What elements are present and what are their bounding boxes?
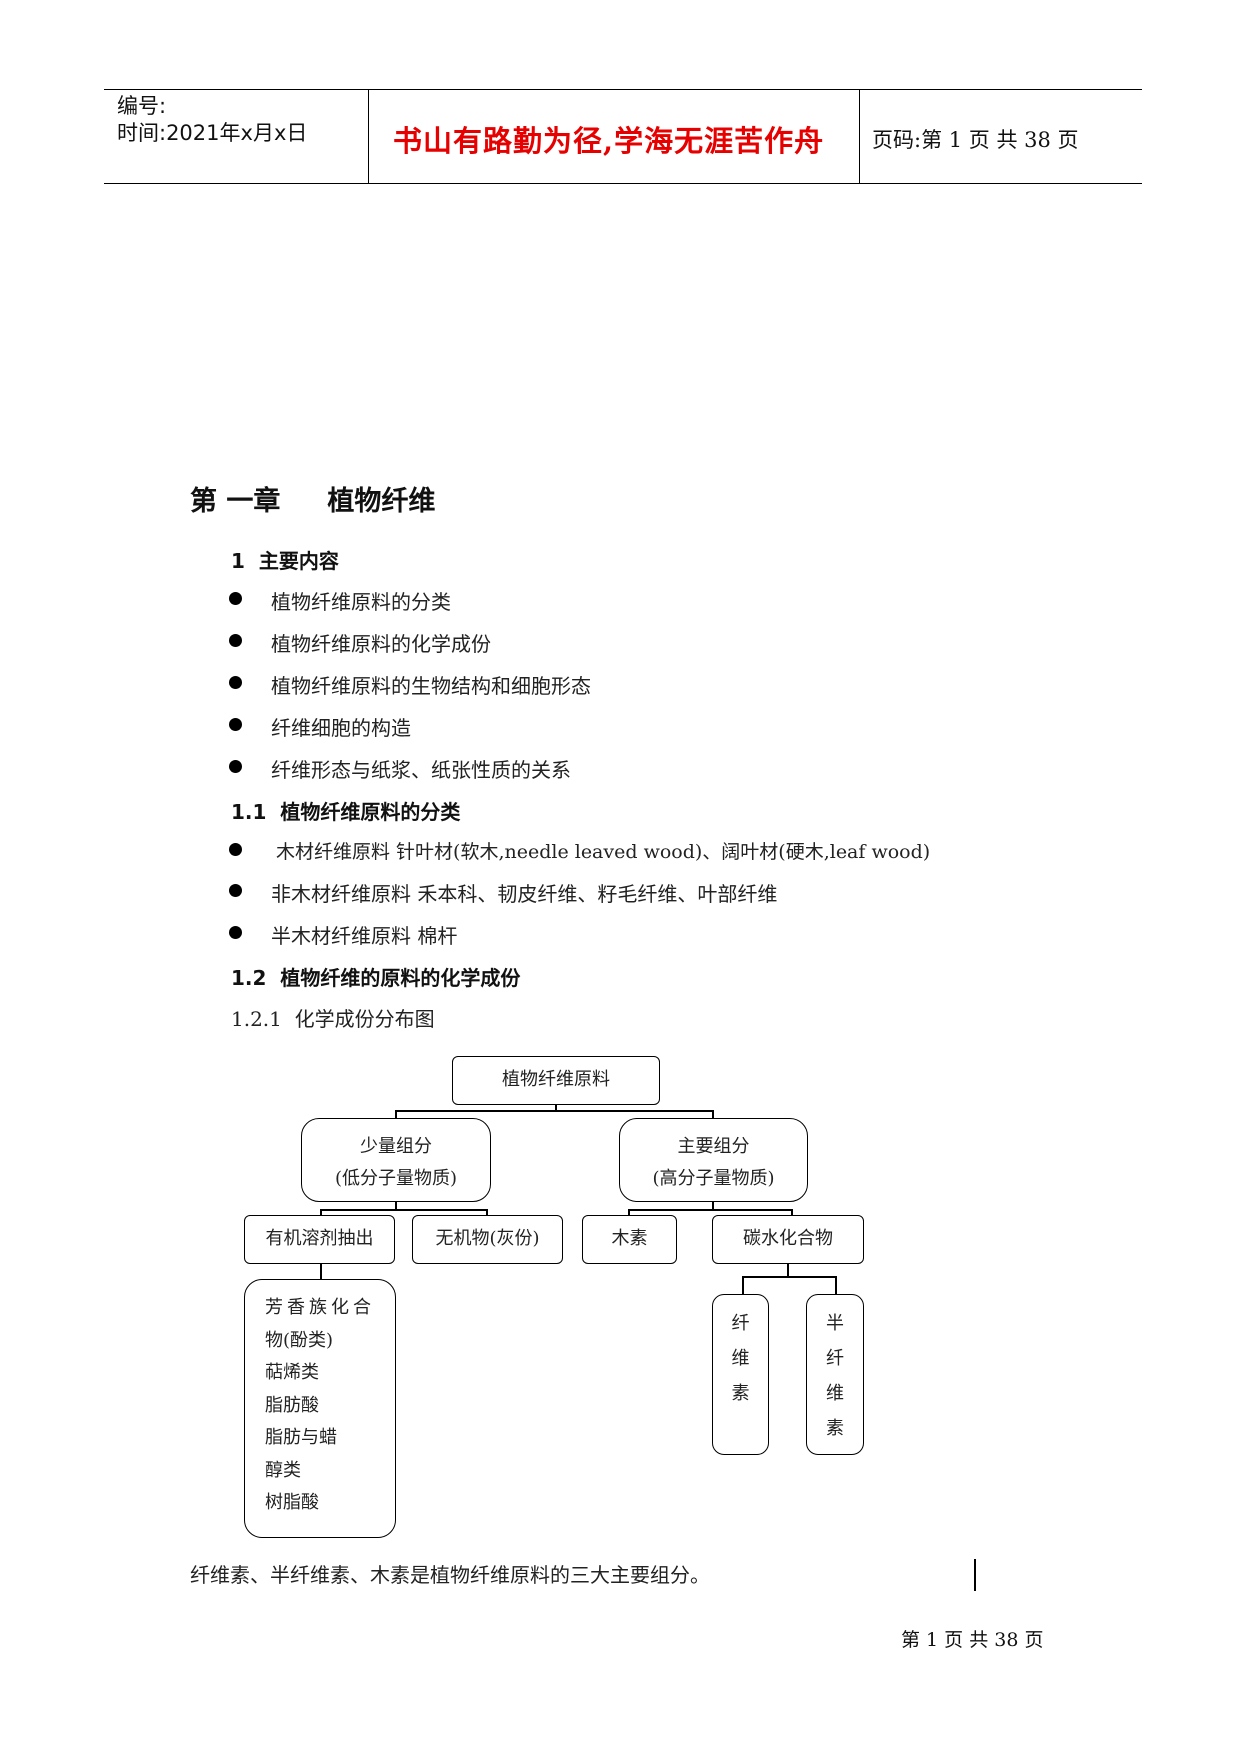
diagram-connector bbox=[742, 1276, 837, 1278]
diagram-vertical-char: 半 bbox=[826, 1313, 844, 1334]
diagram-node-sublabel: (低分子量物质) bbox=[334, 1168, 458, 1189]
list-item: 半木材纤维原料 棉杆 bbox=[271, 924, 458, 948]
diagram-node-minor-components: 少量组分 (低分子量物质) bbox=[301, 1118, 491, 1202]
bullet-dot bbox=[229, 676, 242, 689]
diagram-node-organic-extractives: 有机溶剂抽出 bbox=[244, 1215, 395, 1264]
diagram-node-label: 植物纤维原料 bbox=[502, 1069, 610, 1090]
diagram-node-root: 植物纤维原料 bbox=[452, 1056, 660, 1105]
list-item: 植物纤维原料的分类 bbox=[271, 590, 451, 614]
diagram-list-item: 物(酚类) bbox=[265, 1329, 334, 1351]
header-bottom-rule bbox=[104, 183, 1142, 184]
bullet-dot bbox=[229, 843, 242, 856]
diagram-list-item: 脂肪与蜡 bbox=[265, 1427, 337, 1448]
diagram-connector bbox=[320, 1209, 322, 1216]
diagram-connector bbox=[628, 1209, 793, 1211]
diagram-vertical-char: 纤 bbox=[731, 1313, 750, 1334]
bullet-dot bbox=[229, 926, 242, 939]
diagram-connector bbox=[486, 1209, 488, 1216]
document-number-label: 编号: bbox=[117, 94, 167, 118]
list-item: 纤维形态与纸浆、纸张性质的关系 bbox=[271, 758, 571, 782]
diagram-vertical-char: 维 bbox=[826, 1383, 844, 1404]
diagram-vertical-char: 素 bbox=[826, 1418, 844, 1439]
diagram-connector bbox=[712, 1202, 714, 1210]
diagram-node-label: 有机溶剂抽出 bbox=[265, 1228, 374, 1249]
diagram-vertical-char: 素 bbox=[731, 1383, 750, 1404]
diagram-node-carbohydrate: 碳水化合物 bbox=[712, 1215, 864, 1264]
diagram-node-cellulose: 纤 维 素 bbox=[712, 1294, 769, 1455]
diagram-node-label: 主要组分 bbox=[677, 1136, 750, 1157]
diagram-connector bbox=[628, 1209, 630, 1216]
bullet-dot bbox=[229, 634, 242, 647]
diagram-connector bbox=[395, 1202, 397, 1210]
bullet-dot bbox=[229, 718, 242, 731]
header-page-indicator: 页码:第 1 页 共 38 页 bbox=[872, 128, 1079, 152]
diagram-list-item: 树脂酸 bbox=[265, 1492, 319, 1513]
section-main-content-heading: 1 主要内容 bbox=[231, 549, 339, 573]
list-item: 非木材纤维原料 禾本科、韧皮纤维、籽毛纤维、叶部纤维 bbox=[271, 882, 778, 906]
diagram-vertical-char: 纤 bbox=[826, 1348, 844, 1369]
diagram-connector bbox=[742, 1276, 744, 1295]
text-cursor bbox=[974, 1559, 976, 1591]
diagram-list-item: 芳香族化合 bbox=[265, 1297, 375, 1318]
diagram-connector bbox=[320, 1209, 488, 1211]
diagram-list-item: 醇类 bbox=[265, 1459, 301, 1481]
bullet-dot bbox=[229, 760, 242, 773]
diagram-vertical-char: 维 bbox=[731, 1348, 750, 1369]
bullet-dot bbox=[229, 884, 242, 897]
diagram-node-major-components: 主要组分 (高分子量物质) bbox=[619, 1118, 808, 1202]
diagram-connector bbox=[395, 1110, 713, 1112]
list-item: 植物纤维原料的生物结构和细胞形态 bbox=[271, 674, 591, 698]
header-top-rule bbox=[104, 89, 1142, 90]
diagram-connector bbox=[712, 1110, 714, 1119]
diagram-node-label: 碳水化合物 bbox=[743, 1228, 833, 1249]
diagram-node-label: 木素 bbox=[611, 1228, 648, 1249]
list-item: 植物纤维原料的化学成份 bbox=[271, 632, 491, 656]
section-distribution-subheading: 1.2.1 化学成份分布图 bbox=[231, 1007, 435, 1031]
diagram-node-hemicellulose: 半 纤 维 素 bbox=[806, 1294, 864, 1455]
list-item: 木材纤维原料 针叶材(软木,needle leaved wood)、阔叶材(硬木… bbox=[276, 841, 931, 863]
diagram-node-inorganic-ash: 无机物(灰份) bbox=[412, 1215, 563, 1264]
diagram-node-label: 少量组分 bbox=[360, 1136, 432, 1157]
diagram-list-item: 脂肪酸 bbox=[265, 1394, 319, 1416]
diagram-connector bbox=[395, 1110, 397, 1119]
diagram-connector bbox=[320, 1264, 322, 1281]
section-classification-heading: 1.1 植物纤维原料的分类 bbox=[231, 800, 461, 824]
diagram-connector bbox=[787, 1264, 789, 1277]
diagram-node-sublabel: (高分子量物质) bbox=[652, 1168, 775, 1189]
header-divider-right bbox=[859, 89, 860, 183]
list-item: 纤维细胞的构造 bbox=[271, 716, 411, 740]
diagram-node-extractive-types: 芳香族化合 物(酚类) 萜烯类 脂肪酸 脂肪与蜡 醇类 树脂酸 bbox=[244, 1279, 396, 1538]
page-footer: 第 1 页 共 38 页 bbox=[901, 1629, 1044, 1651]
document-time-label: 时间:2021年x月x日 bbox=[117, 121, 308, 145]
bullet-dot bbox=[229, 592, 242, 605]
header-motto: 书山有路勤为径,学海无涯苦作舟 bbox=[393, 124, 825, 158]
diagram-node-lignin: 木素 bbox=[582, 1215, 677, 1264]
section-chemical-composition-heading: 1.2 植物纤维的原料的化学成份 bbox=[231, 966, 521, 990]
summary-sentence: 纤维素、半纤维素、木素是植物纤维原料的三大主要组分。 bbox=[190, 1563, 710, 1587]
diagram-node-label: 无机物(灰份) bbox=[435, 1228, 540, 1249]
chapter-title: 第 一章 植物纤维 bbox=[190, 486, 436, 517]
header-divider-left bbox=[368, 89, 369, 183]
diagram-list-item: 萜烯类 bbox=[265, 1362, 319, 1383]
diagram-connector bbox=[555, 1105, 557, 1111]
diagram-connector bbox=[791, 1209, 793, 1216]
diagram-connector bbox=[835, 1276, 837, 1295]
